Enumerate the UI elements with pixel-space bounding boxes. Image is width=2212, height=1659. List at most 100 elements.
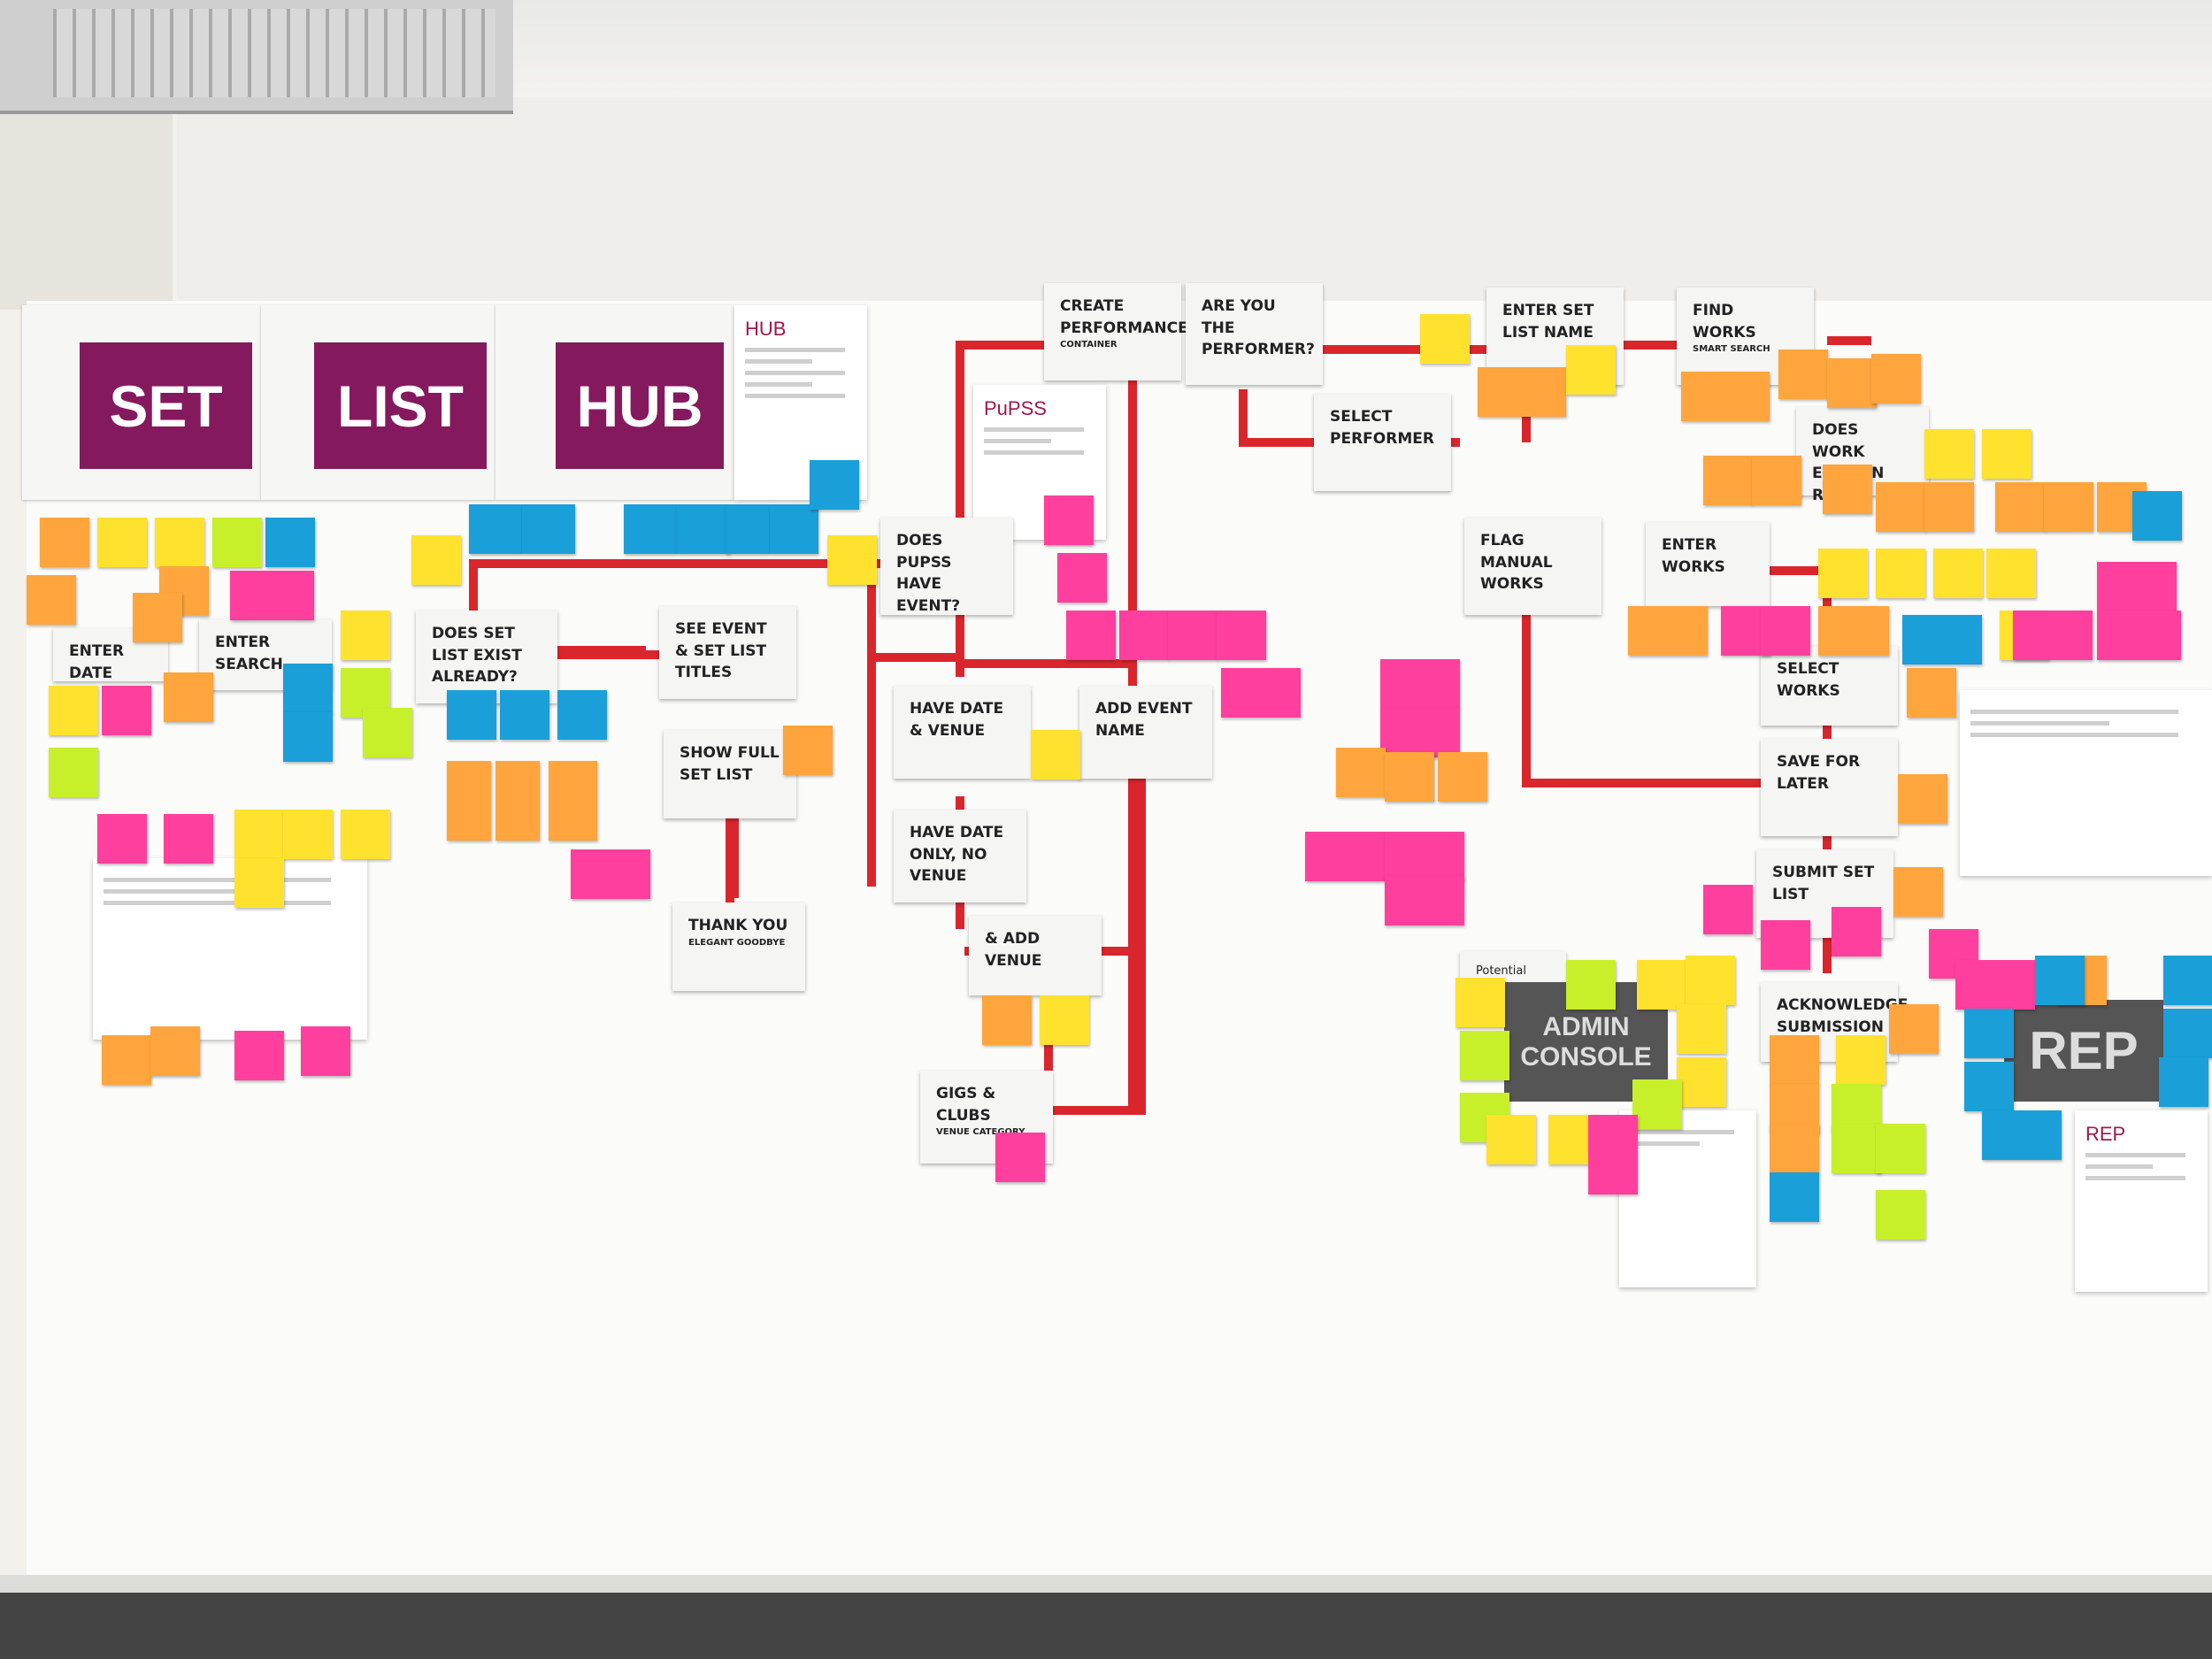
sticky-note [1385,752,1434,802]
sticky-note [1632,1079,1682,1129]
sticky-note [212,518,262,567]
sticky-note [155,518,204,567]
sticky-note [1982,1110,2062,1160]
sticky-note [1305,832,1385,881]
banner-set-tile: SET [22,305,261,500]
sticky-note [770,504,818,554]
ceiling-vent [0,0,513,114]
sticky-note [1221,668,1301,718]
sticky-note [234,810,284,859]
banner-hub: HUB [556,342,724,469]
sticky-note [726,504,770,554]
sticky-note [1066,611,1116,660]
banner-set: SET [80,342,252,469]
sticky-note [1964,1062,2014,1111]
sticky-note [230,571,314,620]
sticky-note [1566,960,1616,1010]
sticky-note [97,814,147,864]
vent-grill [53,9,495,97]
sticky-note [341,810,390,859]
sticky-note [1876,1190,1925,1240]
sticky-note [234,1031,284,1080]
sticky-note [1924,482,1974,532]
card-add-venue: & ADD VENUE [969,916,1102,995]
sticky-note [1385,876,1464,926]
sticky-note [49,686,98,735]
sticky-note [549,761,597,841]
sticky-note [133,593,182,642]
sticky-note [1486,1115,1536,1164]
card-save-for-later: SAVE FOR LATER [1761,739,1898,836]
sticky-note [469,504,522,554]
sticky-note [1770,1172,1819,1222]
sticky-note [624,504,677,554]
sticky-note [1385,832,1464,881]
sticky-note [283,712,333,762]
sticky-note [1955,960,2035,1010]
card-select-performer: SELECT PERFORMER [1314,394,1451,491]
card-create-performance: CREATE PERFORMANCE CONTAINER [1044,283,1188,380]
sticky-note [1832,1124,1881,1173]
sticky-note [1770,1124,1819,1173]
sticky-note [1119,611,1169,660]
sticky-note [447,690,496,740]
sticky-note [1588,1115,1638,1194]
sticky-note [1637,960,1686,1010]
sticky-note [1982,429,2032,479]
sticky-note [363,708,412,757]
sticky-note [1752,456,1801,505]
sticky-note [1823,465,1872,514]
card-does-set-list: DOES SET LIST EXIST ALREADY? [416,611,557,703]
sticky-note [1827,358,1877,408]
sticky-note [1818,606,1889,656]
sticky-note [1933,549,1983,598]
sticky-note [1818,549,1868,598]
thank-you-title: THANK YOU [688,917,788,934]
sticky-note [265,518,315,567]
sticky-note [557,690,607,740]
sticky-note [810,460,859,510]
sticky-note [283,810,333,859]
sticky-note [301,1026,350,1076]
card-see-event: SEE EVENT & SET LIST TITLES [659,606,796,699]
sticky-note [447,761,491,841]
sticky-note [2159,1057,2208,1107]
find-works-sub: SMART SEARCH [1693,344,1770,355]
sticky-note [1455,978,1505,1027]
sticky-note [1924,429,1974,479]
sticky-note [500,690,549,740]
sticky-note [1438,752,1487,802]
sticky-note [1677,1004,1726,1054]
sticky-note [1995,482,2045,532]
sticky-note [2097,611,2181,660]
sticky-note [27,575,76,625]
sticky-note [1876,549,1925,598]
sticky-note [1902,615,1982,664]
card-have-date-only: HAVE DATE ONLY, NO VENUE [894,810,1026,902]
sticky-note [982,995,1032,1045]
sticky-note [2163,1009,2212,1058]
sticky-note [1566,345,1616,395]
card-does-pupss: DOES PUPSS HAVE EVENT? [880,518,1013,615]
sticky-note [1057,553,1107,603]
sticky-note [1898,774,1947,824]
sticky-note [1336,748,1386,797]
sticky-note [2044,482,2093,532]
sticky-note [1761,920,1810,970]
sticky-note [1761,606,1810,656]
sticky-note [164,814,213,864]
create-performance-title: CREATE PERFORMANCE [1060,297,1188,337]
sticky-note [1044,495,1094,545]
card-show-full: SHOW FULL SET LIST [664,730,796,818]
sticky-note [1460,1031,1509,1080]
admin-doc [1619,1110,1756,1287]
screen-printout-left [93,858,367,1040]
card-flag-manual: FLAG MANUAL WORKS [1464,518,1601,615]
sticky-note [1681,372,1770,421]
sticky-note [2132,491,2182,541]
card-are-you-performer: ARE YOU THE PERFORMER? [1186,283,1323,385]
sticky-note [411,535,461,585]
banner-list: LIST [314,342,487,469]
gigs-clubs-sub: VENUE CATEGORY [936,1127,1025,1138]
sticky-note [1964,1009,2014,1058]
